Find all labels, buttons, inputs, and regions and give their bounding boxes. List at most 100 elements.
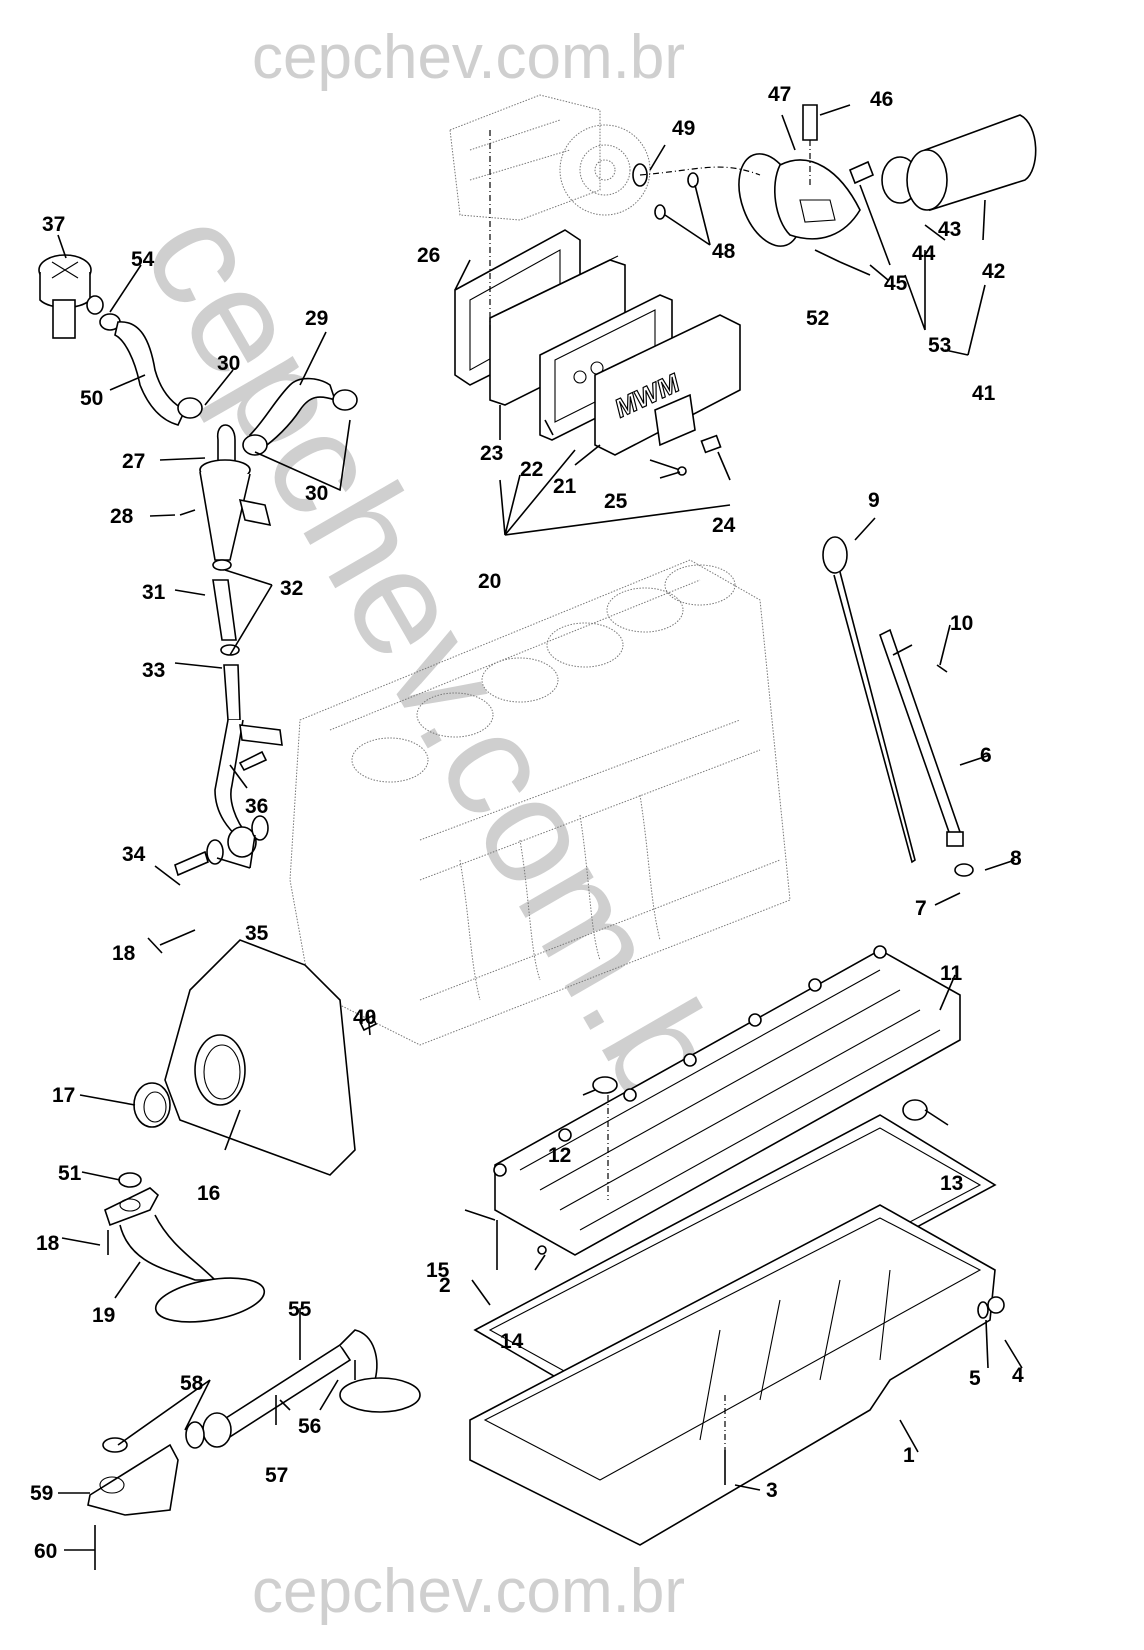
callout-40: 40 xyxy=(353,1006,376,1029)
callout-45: 45 xyxy=(884,272,908,295)
callout-51: 51 xyxy=(58,1162,82,1185)
washer-5 xyxy=(977,1301,989,1319)
callout-43: 43 xyxy=(938,218,961,241)
callout-9: 9 xyxy=(868,489,880,512)
callout-56: 56 xyxy=(298,1415,321,1438)
screw-head xyxy=(677,466,687,476)
oil-pan xyxy=(469,1204,996,1546)
callout-27: 27 xyxy=(122,450,145,473)
vent-hose xyxy=(248,377,337,452)
o-ring-51 xyxy=(118,1172,142,1188)
plug-14 xyxy=(537,1245,547,1255)
vent-tube xyxy=(174,559,283,877)
callout-29: 29 xyxy=(305,307,328,330)
callout-25: 25 xyxy=(604,490,628,513)
callout-3: 3 xyxy=(766,1479,778,1502)
callout-labels: 1 2 3 4 5 6 7 8 9 10 11 12 13 14 15 16 1… xyxy=(30,83,1024,1563)
callout-30a: 30 xyxy=(217,352,240,375)
callout-22: 22 xyxy=(520,458,543,481)
oil-separator xyxy=(199,424,272,561)
screw xyxy=(179,509,196,516)
bolt-18 xyxy=(159,929,196,946)
callout-26: 26 xyxy=(417,244,440,267)
watermark-top: cepchev.com.br xyxy=(252,23,685,92)
dipstick xyxy=(822,536,916,864)
callout-55: 55 xyxy=(288,1298,312,1321)
callout-33: 33 xyxy=(142,659,165,682)
engine-block xyxy=(289,559,791,1046)
callout-15: 15 xyxy=(426,1259,450,1282)
hose-clamp xyxy=(177,397,203,419)
drain-plug-4 xyxy=(987,1296,1005,1314)
callout-48: 48 xyxy=(712,240,736,263)
callout-32: 32 xyxy=(280,577,303,600)
callout-23: 23 xyxy=(480,442,503,465)
pump-adapter-59 xyxy=(87,1443,179,1516)
callout-35: 35 xyxy=(245,922,269,945)
callout-31: 31 xyxy=(142,581,166,604)
callout-16: 16 xyxy=(197,1182,220,1205)
o-ring-58 xyxy=(185,1421,205,1449)
callout-19: 19 xyxy=(92,1304,115,1327)
callout-17: 17 xyxy=(52,1084,75,1107)
callout-47: 47 xyxy=(768,83,791,106)
callout-50: 50 xyxy=(80,387,103,410)
callout-41: 41 xyxy=(972,382,996,405)
callout-18b: 18 xyxy=(36,1232,60,1255)
breather-valve xyxy=(38,254,104,339)
callout-60: 60 xyxy=(34,1540,57,1563)
callout-18a: 18 xyxy=(112,942,136,965)
leader-lines xyxy=(57,104,1023,1551)
callout-46: 46 xyxy=(870,88,893,111)
callout-37: 37 xyxy=(42,213,65,236)
callout-12: 12 xyxy=(548,1144,571,1167)
callout-8: 8 xyxy=(1010,847,1022,870)
callout-54: 54 xyxy=(131,248,155,271)
nipple-46 xyxy=(802,104,818,141)
callout-58: 58 xyxy=(180,1372,204,1395)
breather-hose xyxy=(114,321,187,426)
screw-10 xyxy=(936,664,948,673)
callout-4: 4 xyxy=(1012,1364,1024,1387)
oil-filter-42 xyxy=(906,114,1037,212)
callout-11: 11 xyxy=(940,962,963,985)
callout-7: 7 xyxy=(915,897,927,920)
assembly-lines xyxy=(489,130,811,1450)
callout-21: 21 xyxy=(553,475,577,498)
oil-filter-housing xyxy=(738,153,861,247)
bushing-24 xyxy=(700,434,722,454)
watermark-bottom: cepchev.com.br xyxy=(252,1557,685,1626)
callout-24: 24 xyxy=(712,514,736,537)
cover-21: MWM xyxy=(594,314,741,456)
callout-34: 34 xyxy=(122,843,146,866)
callout-53: 53 xyxy=(928,334,951,357)
front-cover xyxy=(164,939,356,1176)
dipstick-tube xyxy=(879,628,974,877)
plug-13 xyxy=(902,1099,928,1121)
callout-5: 5 xyxy=(969,1367,981,1390)
bolt-52 xyxy=(814,249,841,263)
bolt-57 xyxy=(279,1399,291,1411)
crankshaft-seal xyxy=(133,1082,171,1128)
callout-52: 52 xyxy=(806,307,829,330)
callout-6: 6 xyxy=(980,744,992,767)
hose-clamp xyxy=(332,389,358,411)
callout-2: 2 xyxy=(439,1274,451,1297)
callout-49: 49 xyxy=(672,117,695,140)
ladder-frame xyxy=(493,945,961,1256)
callout-13: 13 xyxy=(940,1172,963,1195)
callout-28: 28 xyxy=(110,505,134,528)
o-ring-48 xyxy=(654,204,666,220)
callout-1: 1 xyxy=(903,1444,915,1467)
hose-clamp xyxy=(242,434,268,456)
o-ring-12 xyxy=(592,1076,618,1094)
oil-pickup-19 xyxy=(104,1187,266,1323)
timing-housing-reference xyxy=(449,94,651,221)
callout-44: 44 xyxy=(912,242,936,265)
o-ring-58 xyxy=(102,1437,128,1453)
callout-59: 59 xyxy=(30,1482,53,1505)
callout-20: 20 xyxy=(478,570,501,593)
thread-44 xyxy=(848,160,875,185)
callout-42: 42 xyxy=(982,260,1005,283)
